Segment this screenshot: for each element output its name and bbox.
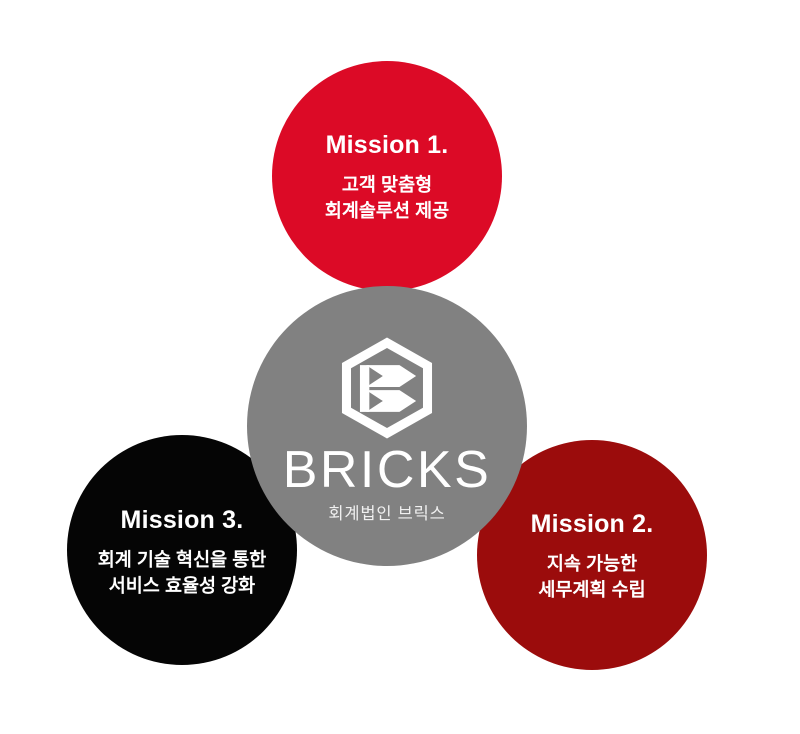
bricks-hexagon-logo-icon xyxy=(335,336,439,440)
mission-3-text-block: Mission 3. 회계 기술 혁신을 통한 서비스 효율성 강화 xyxy=(97,505,267,598)
mission-3-heading: Mission 3. xyxy=(120,505,244,534)
mission-1-heading: Mission 1. xyxy=(325,130,449,159)
mission-2-heading: Mission 2. xyxy=(530,509,654,538)
mission-3-body: 회계 기술 혁신을 통한 서비스 효율성 강화 xyxy=(97,548,267,596)
mission-1-body: 고객 맞춤형 회계솔루션 제공 xyxy=(324,173,450,221)
mission-1-text-block: Mission 1. 고객 맞춤형 회계솔루션 제공 xyxy=(324,130,450,223)
mission-circle-1: Mission 1. 고객 맞춤형 회계솔루션 제공 xyxy=(272,61,502,291)
brand-wordmark: BRICKS xyxy=(282,440,492,499)
mission-2-body: 지속 가능한 세무계획 수립 xyxy=(538,552,646,600)
mission-2-text-block: Mission 2. 지속 가능한 세무계획 수립 xyxy=(530,509,654,602)
brand-subtitle: 회계법인 브릭스 xyxy=(328,504,446,523)
brand-center-circle: BRICKS 회계법인 브릭스 xyxy=(247,286,527,566)
mission-circle-2: Mission 2. 지속 가능한 세무계획 수립 xyxy=(477,440,707,670)
